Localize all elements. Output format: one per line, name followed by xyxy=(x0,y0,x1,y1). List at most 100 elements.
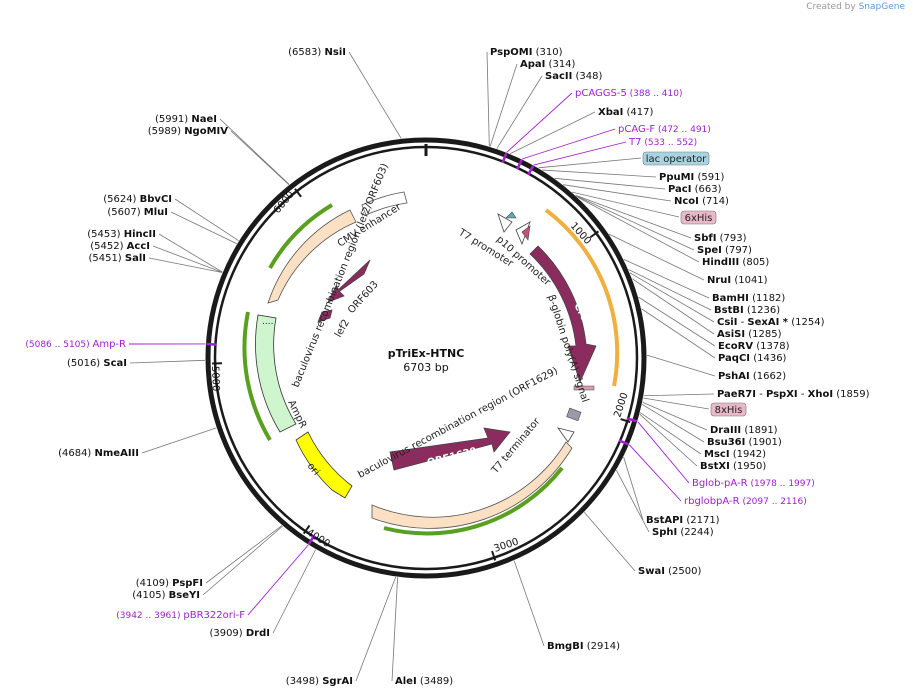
site-bamhi[interactable]: BamHI (1182) xyxy=(712,293,785,304)
plasmid-length: 6703 bp xyxy=(403,361,448,374)
site-paqci[interactable]: PaqCI (1436) xyxy=(718,353,787,364)
cre-feature xyxy=(529,245,597,384)
primer-range: (5086 .. 5105) xyxy=(25,340,92,350)
site-bstapi[interactable]: BstAPI (2171) xyxy=(646,515,720,526)
site-ppumi[interactable]: PpuMI (591) xyxy=(659,172,724,183)
site-swai[interactable]: SwaI (2500) xyxy=(638,566,701,577)
site-name: EcoRV xyxy=(718,341,753,352)
primer-pbr322ori-f[interactable]: (3942 .. 3961) pBR322ori-F xyxy=(116,610,245,621)
site-hindiii[interactable]: HindIII (805) xyxy=(702,257,769,268)
svg-text:PshAI (1662): PshAI (1662) xyxy=(718,371,786,382)
lac-operator-marker xyxy=(505,211,517,219)
svg-text:(4105) BseYI: (4105) BseYI xyxy=(132,590,200,601)
site-name-part: CsiI xyxy=(717,317,737,328)
site-apai[interactable]: ApaI (314) xyxy=(520,59,576,70)
primer-range: (533 .. 552) xyxy=(641,138,697,148)
site-pspfi[interactable]: (4109) PspFI xyxy=(136,578,203,589)
site-name: SgrAI xyxy=(322,676,353,687)
feature-box-text: 8xHis xyxy=(715,405,743,416)
primer-ticks xyxy=(206,152,638,545)
site-bseyi[interactable]: (4105) BseYI xyxy=(132,590,200,601)
site-ncoi[interactable]: NcoI (714) xyxy=(674,196,729,207)
site-pspomi[interactable]: PspOMI (310) xyxy=(490,47,563,58)
site-nrui[interactable]: NruI (1041) xyxy=(707,275,768,286)
ampr-green-track xyxy=(242,311,272,442)
site-name: AccI xyxy=(127,241,150,252)
site-sacii[interactable]: SacII (348) xyxy=(545,71,602,82)
feature-box-lac-operator[interactable]: lac operator xyxy=(642,151,710,166)
site-sbfi[interactable]: SbfI (793) xyxy=(694,233,747,244)
site-name-part: XhoI xyxy=(808,389,833,400)
primer-pcag-f[interactable]: pCAG-F (472 .. 491) xyxy=(618,124,711,135)
site-acci[interactable]: (5452) AccI xyxy=(90,241,150,252)
primer-rbglobpa-r[interactable]: rbglobpA-R (2097 .. 2116) xyxy=(684,496,807,507)
site-position: (797) xyxy=(722,245,752,256)
site-sphi[interactable]: SphI (2244) xyxy=(652,527,714,538)
site-position: (663) xyxy=(691,184,721,195)
tick-label-5000: 5000 xyxy=(209,366,221,392)
feature-box-8xhis[interactable]: 8xHis xyxy=(710,402,747,417)
site-bstxi[interactable]: BstXI (1950) xyxy=(700,461,766,472)
feature-box-bg xyxy=(680,210,717,225)
site-scai[interactable]: (5016) ScaI xyxy=(67,358,127,369)
primer-t7[interactable]: T7 (533 .. 552) xyxy=(628,137,697,148)
primer-range: (388 .. 410) xyxy=(627,89,683,99)
site-spei[interactable]: SpeI (797) xyxy=(697,245,752,256)
site-bstbi[interactable]: BstBI (1236) xyxy=(714,305,780,316)
primer-name: pBR322ori-F xyxy=(183,610,245,621)
site-position: (5016) xyxy=(67,358,103,369)
svg-text:BstXI (1950): BstXI (1950) xyxy=(700,461,766,472)
site-sgrai[interactable]: (3498) SgrAI xyxy=(286,676,353,687)
site-sali[interactable]: (5451) SalI xyxy=(88,253,146,264)
ampr-feature xyxy=(255,314,297,433)
site-bmgbi[interactable]: BmgBI (2914) xyxy=(547,641,620,652)
site-position: (5991) xyxy=(155,114,191,125)
watermark-prefix: Created by xyxy=(806,2,856,12)
primer-pcaggs-5[interactable]: pCAGGS-5 (388 .. 410) xyxy=(575,88,683,99)
site-nsii[interactable]: (6583) NsiI xyxy=(288,47,346,58)
site-position: (5624) xyxy=(103,194,139,205)
feature-box-6xhis[interactable]: 6xHis xyxy=(680,210,717,225)
site-drdi[interactable]: (3909) DrdI xyxy=(209,628,270,639)
site-naei[interactable]: (5991) NaeI xyxy=(155,114,217,125)
site-name: PspOMI xyxy=(490,47,532,58)
feature-box-bg xyxy=(642,151,710,166)
site-xbai[interactable]: XbaI (417) xyxy=(598,107,654,118)
leader-lines xyxy=(129,51,716,682)
site-paer7i-pspxi-xhoi[interactable]: PaeR7I - PspXI - XhoI (1859) xyxy=(717,389,870,400)
site-name: NcoI xyxy=(674,196,699,207)
site-name: PacI xyxy=(668,184,691,195)
svg-text:EcoRV (1378): EcoRV (1378) xyxy=(718,341,790,352)
bac-top-label: baculovirus recombination region (lef2/O… xyxy=(291,162,391,389)
site-csii-sexai[interactable]: CsiI - SexAI * (1254) xyxy=(717,317,825,328)
site-name: ApaI xyxy=(520,59,545,70)
site-position: (2171) xyxy=(683,515,720,526)
site-name: BseYI xyxy=(169,590,200,601)
site-hincii[interactable]: (5453) HincII xyxy=(87,229,156,240)
site-bbvci[interactable]: (5624) BbvCI xyxy=(103,194,172,205)
site-pshai[interactable]: PshAI (1662) xyxy=(718,371,786,382)
site-name-part: PaeR7I xyxy=(717,389,756,400)
primer-tick xyxy=(527,165,535,176)
site-msci[interactable]: MscI (1942) xyxy=(704,449,766,460)
primer-amp-r[interactable]: (5086 .. 5105) Amp-R xyxy=(25,339,126,350)
site-asisi[interactable]: AsiSI (1285) xyxy=(717,329,782,340)
site-ecorv[interactable]: EcoRV (1378) xyxy=(718,341,790,352)
svg-text:AleI (3489): AleI (3489) xyxy=(395,676,453,687)
site-paci[interactable]: PacI (663) xyxy=(668,184,722,195)
site-draiii[interactable]: DraIII (1891) xyxy=(710,425,778,436)
site-alei[interactable]: AleI (3489) xyxy=(395,676,453,687)
site-mlui[interactable]: (5607) MluI xyxy=(107,207,168,218)
primer-bglob-pa-r[interactable]: Bglob-pA-R (1978 .. 1997) xyxy=(692,478,815,489)
site-bsu36i[interactable]: Bsu36I (1901) xyxy=(707,437,782,448)
site-ngomiv[interactable]: (5989) NgoMIV xyxy=(148,126,229,137)
svg-text:BamHI (1182): BamHI (1182) xyxy=(712,293,785,304)
site-name: NsiI xyxy=(325,47,346,58)
site-name: SacII xyxy=(545,71,572,82)
site-position: (1942) xyxy=(730,449,767,460)
scale-tick-3000 xyxy=(491,550,497,561)
svg-text:(3909) DrdI: (3909) DrdI xyxy=(209,628,270,639)
site-nmeaiii[interactable]: (4684) NmeAIII xyxy=(58,448,139,459)
site-name: BmgBI xyxy=(547,641,584,652)
